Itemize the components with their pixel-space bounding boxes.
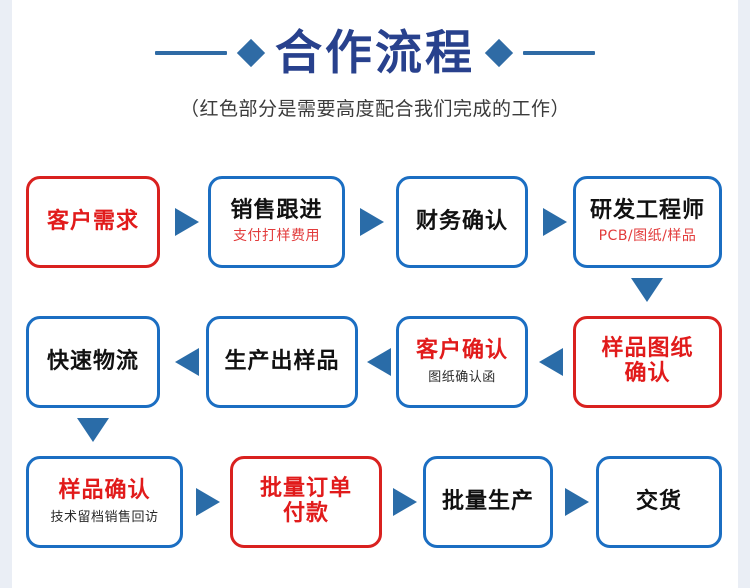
flow-node-customer-confirm[interactable]: 客户确认 图纸确认函 — [396, 316, 528, 408]
flow-row-2: 快速物流 生产出样品 客户确认 图纸确认函 样品图纸 确认 — [12, 316, 738, 408]
flow-node-title: 财务确认 — [415, 208, 508, 234]
flow-node-title: 快速物流 — [46, 348, 139, 374]
content-canvas: 合作流程 （红色部分是需要高度配合我们完成的工作） 客户需求 销售跟进 支付打样… — [12, 0, 738, 588]
arrow-right-icon — [393, 488, 417, 516]
arrow-left-icon — [367, 348, 391, 376]
arrow-right-icon — [360, 208, 384, 236]
arrow-down-icon — [631, 278, 663, 302]
diamond-right-icon — [484, 38, 514, 68]
arrow-left-icon — [175, 348, 199, 376]
flow-node-finance-confirm[interactable]: 财务确认 — [396, 176, 528, 268]
flow-node-title: 样品确认 — [58, 478, 151, 504]
arrow-right-icon — [543, 208, 567, 236]
flow-node-title: 批量订单 付款 — [259, 476, 352, 526]
page-subtitle: （红色部分是需要高度配合我们完成的工作） — [179, 98, 570, 120]
arrow-down-icon — [77, 418, 109, 442]
flow-node-bulk-order-payment[interactable]: 批量订单 付款 — [230, 456, 382, 548]
flow-node-sample-confirm[interactable]: 样品确认 技术留档销售回访 — [26, 456, 183, 548]
title-row: 合作流程 — [12, 22, 738, 84]
flow-node-title: 销售跟进 — [230, 197, 323, 223]
header: 合作流程 （红色部分是需要高度配合我们完成的工作） — [12, 22, 738, 121]
arrow-right-icon — [196, 488, 220, 516]
flow-node-produce-sample[interactable]: 生产出样品 — [206, 316, 358, 408]
flow-node-bulk-production[interactable]: 批量生产 — [423, 456, 553, 548]
flow-row-1: 客户需求 销售跟进 支付打样费用 财务确认 研发工程师 PCB/图纸/样品 — [12, 176, 738, 268]
diamond-left-icon — [236, 38, 266, 68]
flow-node-title: 批量生产 — [441, 488, 534, 514]
flow-node-subtitle: 技术留档销售回访 — [50, 509, 159, 525]
arrow-right-icon — [565, 488, 589, 516]
flow-node-subtitle: 支付打样费用 — [233, 228, 320, 245]
flow-node-subtitle: PCB/图纸/样品 — [598, 228, 697, 245]
flow-node-title: 客户需求 — [46, 208, 139, 234]
flow-node-subtitle: 图纸确认函 — [428, 369, 496, 385]
flow-node-title: 客户确认 — [415, 338, 508, 364]
flow-node-customer-requirement[interactable]: 客户需求 — [26, 176, 160, 268]
flow-node-title: 生产出样品 — [224, 348, 340, 374]
flow-node-title: 研发工程师 — [589, 197, 705, 223]
arrow-right-icon — [175, 208, 199, 236]
flow-node-sample-drawing-confirm[interactable]: 样品图纸 确认 — [573, 316, 722, 408]
flow-node-fast-logistics[interactable]: 快速物流 — [26, 316, 160, 408]
flow-node-title: 样品图纸 确认 — [601, 336, 694, 386]
flow-node-delivery[interactable]: 交货 — [596, 456, 722, 548]
decorative-line-left-icon — [155, 51, 227, 55]
page-title: 合作流程 — [275, 25, 475, 81]
flow-row-3: 样品确认 技术留档销售回访 批量订单 付款 批量生产 交货 — [12, 456, 738, 548]
decorative-line-right-icon — [523, 51, 595, 55]
flow-node-rd-engineer[interactable]: 研发工程师 PCB/图纸/样品 — [573, 176, 722, 268]
flow-node-title: 交货 — [635, 488, 682, 514]
arrow-left-icon — [539, 348, 563, 376]
flow-node-sales-followup[interactable]: 销售跟进 支付打样费用 — [208, 176, 345, 268]
